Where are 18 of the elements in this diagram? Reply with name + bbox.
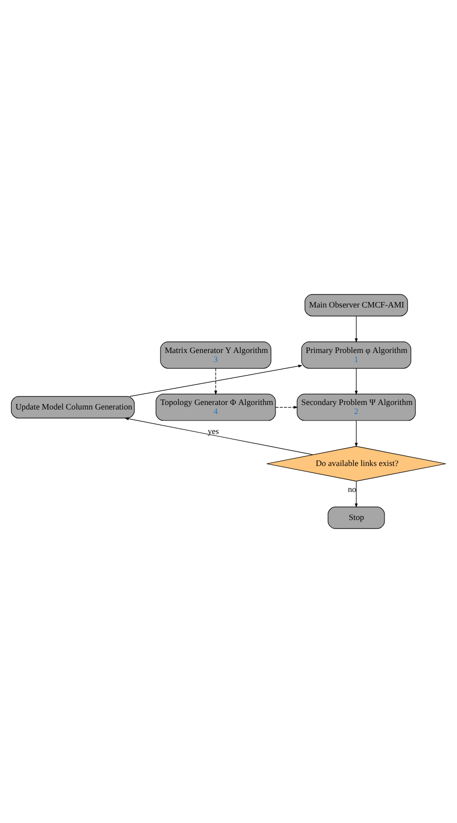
node-diamond: Do available links exist? (266, 446, 446, 482)
arrow (124, 417, 314, 455)
node-box: Update Model Column Generation (10, 396, 135, 418)
node-box: Main Observer CMCF-AMI (304, 294, 408, 316)
node-box: Primary Problem φ Algorithm 1 (301, 342, 412, 369)
arrow (275, 406, 298, 409)
node-box: Secondary Problem Ψ Algorithm 2 (296, 394, 416, 421)
edge-label: yes (208, 427, 219, 436)
arrow (129, 364, 302, 397)
node-box: Matrix Generator Υ Algorithm 3 (160, 342, 272, 369)
arrow (354, 481, 358, 508)
edge-label: no (348, 484, 356, 494)
arrow (354, 316, 358, 343)
node-box: Stop (328, 506, 385, 529)
arrow (354, 420, 358, 448)
arrow (354, 368, 358, 395)
node-box: Topology Generator Φ Algorithm 4 (156, 394, 276, 421)
arrow (214, 368, 218, 395)
